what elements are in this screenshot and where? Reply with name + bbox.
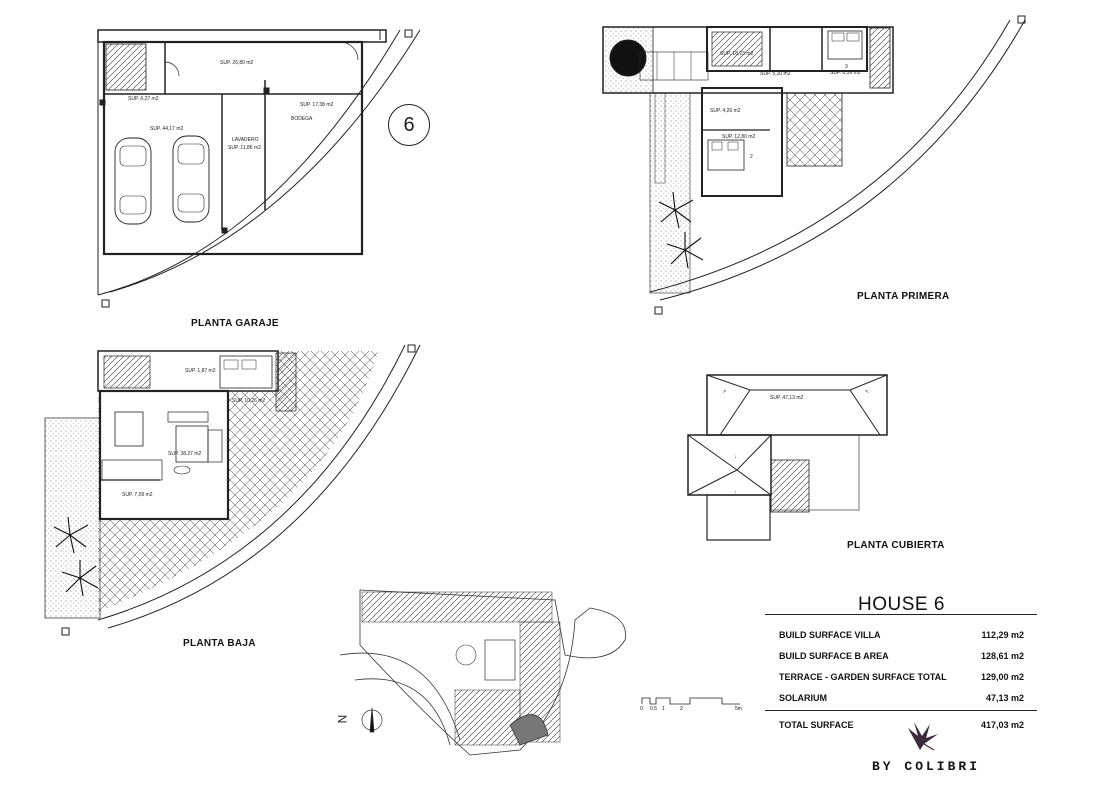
scale-tick-0: 0: [640, 706, 643, 712]
plan-label-first-floor: PLANTA PRIMERA: [857, 291, 950, 302]
summary-total-value: 417,03 m2: [980, 720, 1024, 730]
room-name-bodega: BODEGA: [291, 116, 313, 122]
site-plan: [339, 589, 626, 756]
room-area-roof-solarium: SUP. 47,13 m2: [770, 395, 803, 401]
plan-label-garage: PLANTA GARAJE: [191, 318, 279, 329]
scale-tick-5m: 5m: [735, 706, 742, 712]
room-area-ground-living: SUP. 38,27 m2: [168, 451, 201, 457]
room-area-first-bedroom3: SUP. 8,59 m2: [830, 70, 861, 76]
svg-text:↑: ↑: [734, 490, 737, 496]
ground-floor-plan: SUP. 10,26 m2 SUP. 38,27 m2 SUP. 7,09 m2…: [44, 344, 421, 636]
room-area-garage-main: SUP. 44,17 m2: [150, 126, 183, 132]
scale-tick-0-5: 0.5: [650, 706, 657, 712]
room-area-first-terrace: SUP. 18,23 m2: [720, 51, 753, 57]
scale-bar-graphic: [641, 697, 740, 705]
svg-text:↗: ↗: [722, 389, 726, 395]
north-arrow-label: N: [335, 714, 350, 724]
svg-text:↖: ↖: [865, 389, 869, 395]
room-number-2: 2: [750, 154, 753, 160]
room-area-garage-stair: SUP. 6,27 m2: [128, 96, 159, 102]
room-area-lavadero: SUP. 11,86 m2: [228, 145, 261, 151]
hummingbird-logo-icon: [908, 722, 938, 751]
summary-value: 129,00 m2: [980, 672, 1024, 682]
roof-plan: SUP. 47,13 m2 ↗ ↖ ↓ ↑: [687, 374, 888, 541]
room-area-garage-top: SUP. 26,80 m2: [220, 60, 253, 66]
scale-tick-1: 1: [662, 706, 665, 712]
room-area-ground-kitchen: SUP. 7,09 m2: [122, 492, 153, 498]
room-number-3: 3: [845, 64, 848, 70]
plan-label-ground-floor: PLANTA BAJA: [183, 638, 256, 649]
summary-total-label: TOTAL SURFACE: [779, 720, 854, 730]
house-number-badge: 6: [388, 104, 430, 146]
room-area-first-bath: SUP. 4,26 m2: [710, 108, 741, 114]
scale-tick-2: 2: [680, 706, 683, 712]
room-area-bodega: SUP. 17,38 m2: [300, 102, 333, 108]
room-name-lavadero: LAVADERO: [232, 137, 259, 143]
total-divider: [765, 710, 1037, 711]
summary-label: SOLARIUM: [779, 693, 827, 703]
room-area-first-hall: SUP. 5,10 m2: [760, 71, 791, 77]
plan-label-roof: PLANTA CUBIERTA: [847, 540, 945, 551]
summary-label: TERRACE - GARDEN SURFACE TOTAL: [779, 672, 947, 682]
summary-value: 128,61 m2: [980, 651, 1024, 661]
summary-value: 112,29 m2: [981, 630, 1024, 640]
brand-name: BY COLIBRI: [872, 759, 981, 774]
garage-plan: SUP. 26,80 m2 SUP. 6,27 m2 SUP. 44,17 m2…: [97, 29, 421, 308]
house-title: HOUSE 6: [858, 594, 945, 615]
room-area-ground-bedroom: SUP. 10,26 m2: [232, 398, 265, 404]
summary-value: 47,13 m2: [985, 693, 1024, 703]
room-area-ground-wc: SUP. 1,87 m2: [185, 368, 216, 374]
title-divider: [765, 614, 1037, 615]
svg-text:↓: ↓: [734, 454, 737, 460]
summary-label: BUILD SURFACE B AREA: [779, 651, 889, 661]
room-area-first-bedroom2: SUP. 12,80 m2: [722, 134, 755, 140]
first-floor-plan: SUP. 18,23 m2 SUP. 5,10 m2 SUP. 8,59 m2 …: [602, 15, 1026, 315]
summary-label: BUILD SURFACE VILLA: [779, 630, 881, 640]
